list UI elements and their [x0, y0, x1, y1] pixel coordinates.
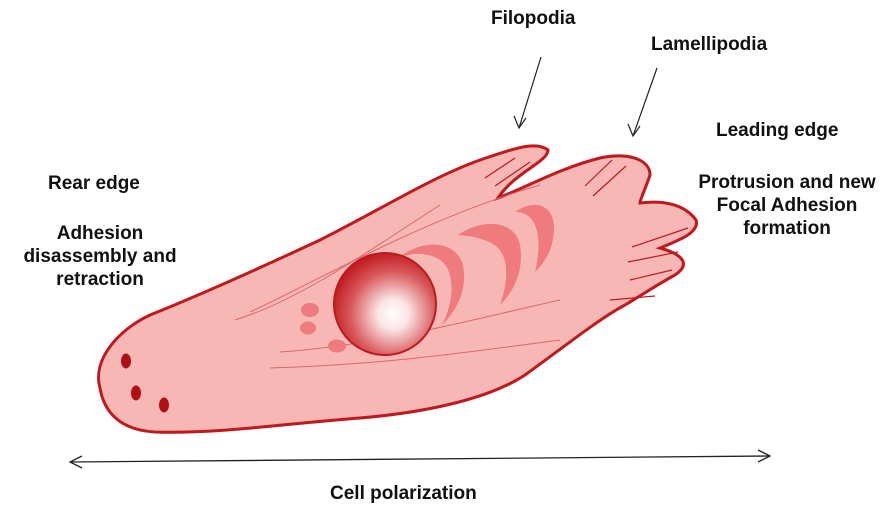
vesicle [301, 303, 319, 317]
lamellipodia-label: Lamellipodia [651, 33, 767, 56]
cell-polarization-label: Cell polarization [330, 482, 477, 505]
rear-edge-label: Rear edge [48, 172, 140, 195]
vesicle [328, 340, 346, 353]
adhesion-line-1: Adhesion [5, 222, 195, 245]
adhesion-line-3: retraction [5, 268, 195, 291]
protrusion-line-1: Protrusion and new [683, 171, 891, 194]
adhesion-line-2: disassembly and [5, 245, 195, 268]
adhesion-label: Adhesion disassembly and retraction [5, 222, 195, 291]
focal-adhesion [131, 386, 141, 401]
polarization-arrow [70, 450, 770, 468]
focal-adhesion [121, 354, 131, 369]
protrusion-line-3: formation [683, 217, 891, 240]
lamellipodia-arrow [628, 68, 657, 136]
focal-adhesion [159, 398, 169, 413]
vesicle [300, 322, 316, 335]
filopodia-label: Filopodia [491, 7, 575, 30]
protrusion-label: Protrusion and new Focal Adhesion format… [683, 171, 891, 240]
leading-edge-label: Leading edge [716, 119, 838, 142]
protrusion-line-2: Focal Adhesion [683, 194, 891, 217]
nucleus [334, 253, 436, 355]
filopodia-arrow [514, 57, 541, 128]
